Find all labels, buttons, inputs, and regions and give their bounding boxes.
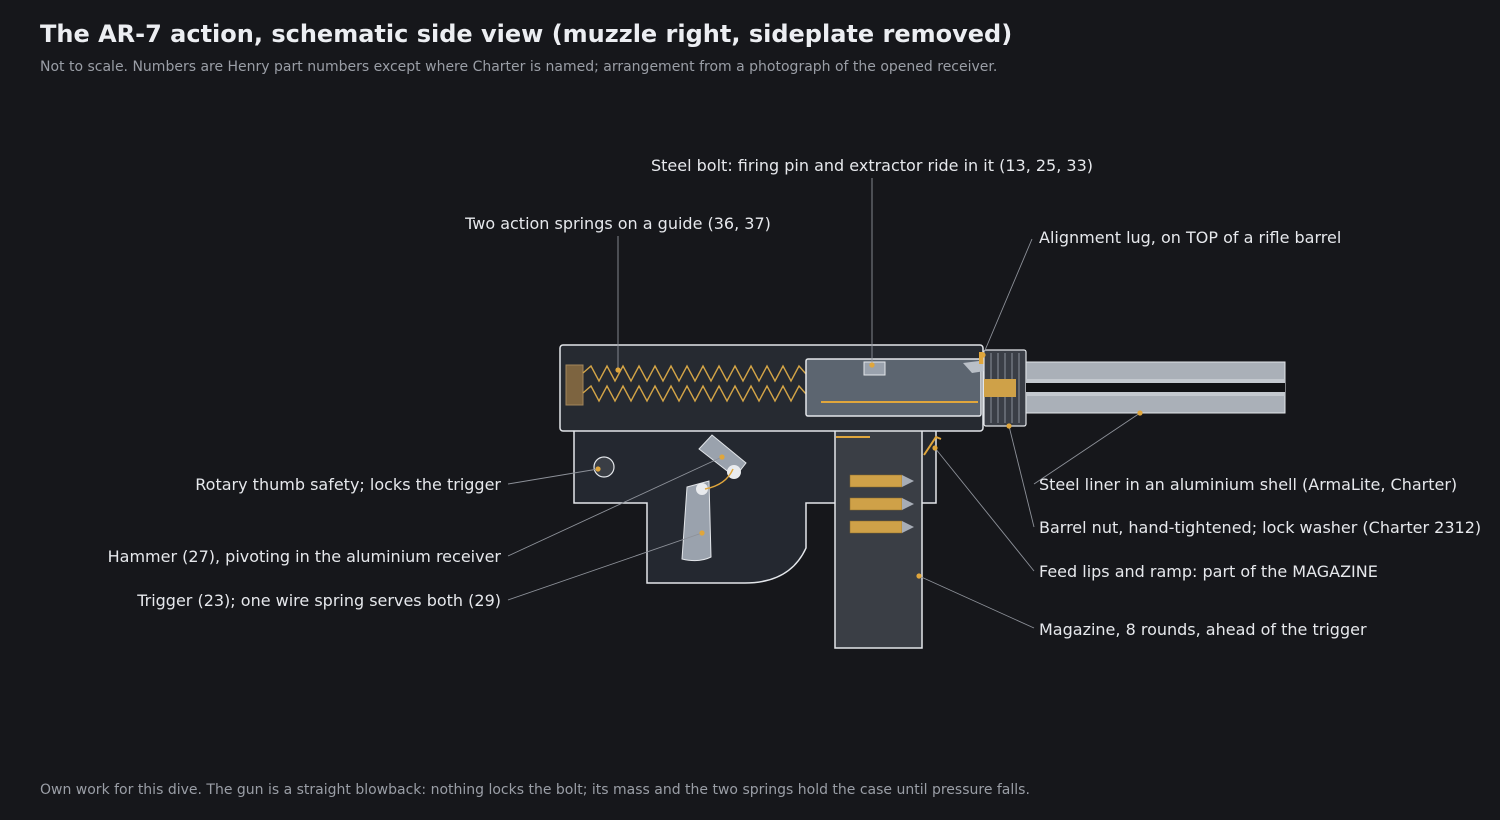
trigger-pivot — [696, 483, 708, 495]
leader-lines — [507, 178, 1141, 629]
label-barrel-nut: Barrel nut, hand-tightened; lock washer … — [1039, 518, 1481, 537]
hammer-pivot — [727, 465, 741, 479]
bolt — [805, 358, 982, 417]
cartridges — [849, 474, 914, 534]
thumb-safety — [593, 456, 615, 478]
label-trigger: Trigger (23); one wire spring serves bot… — [136, 591, 501, 610]
footnote: Own work for this dive. The gun is a str… — [40, 782, 1030, 798]
label-alignment-lug: Alignment lug, on TOP of a rifle barrel — [1039, 228, 1341, 247]
page-title: The AR-7 action, schematic side view (mu… — [40, 20, 1013, 48]
label-bolt: Steel bolt: firing pin and extractor rid… — [651, 156, 1093, 175]
firing-pin-slot — [863, 361, 886, 376]
spring-guide-block — [565, 364, 584, 406]
label-feed-lips: Feed lips and ramp: part of the MAGAZINE — [1039, 562, 1378, 581]
page-subtitle: Not to scale. Numbers are Henry part num… — [40, 59, 998, 75]
feed-lips — [923, 435, 942, 456]
trigger — [681, 480, 712, 562]
barrel-bore — [1026, 383, 1285, 392]
action-spring-lower — [582, 384, 807, 403]
chamber-insert — [984, 379, 1016, 397]
anchor-dots — [595, 352, 1143, 579]
label-thumb-safety: Rotary thumb safety; locks the trigger — [195, 475, 501, 494]
label-magazine: Magazine, 8 rounds, ahead of the trigger — [1039, 620, 1367, 639]
wire-spring — [704, 468, 734, 490]
label-barrel-liner: Steel liner in an aluminium shell (ArmaL… — [1039, 475, 1457, 494]
magazine — [834, 429, 923, 649]
label-hammer: Hammer (27), pivoting in the aluminium r… — [108, 547, 502, 566]
label-springs: Two action springs on a guide (36, 37) — [464, 214, 771, 233]
